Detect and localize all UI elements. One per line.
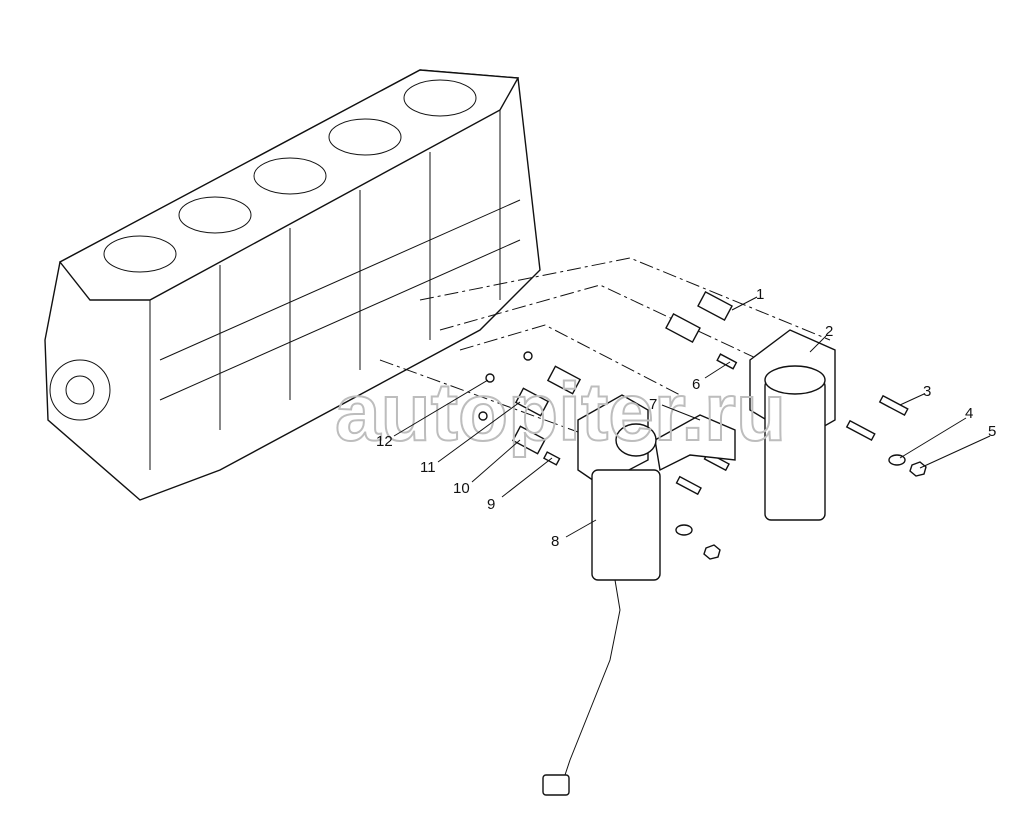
spacer-1 (665, 290, 733, 344)
callout-8: 8 (551, 533, 559, 550)
callouts: 1 2 3 4 5 6 7 8 9 10 11 12 (376, 286, 996, 550)
engine-block (44, 69, 541, 501)
callout-6: 6 (692, 376, 700, 393)
callout-11: 11 (420, 459, 436, 476)
callout-12: 12 (376, 433, 393, 450)
callout-5: 5 (988, 423, 996, 440)
filter-2 (749, 329, 836, 521)
bracket-7 (654, 414, 736, 472)
spacers-left (478, 351, 738, 466)
leader-lines (393, 296, 991, 538)
callout-7: 7 (649, 396, 657, 413)
callout-1: 1 (756, 286, 764, 303)
callout-9: 9 (487, 496, 495, 513)
callout-3: 3 (923, 383, 931, 400)
callout-4: 4 (965, 405, 973, 422)
assembly-lines (379, 257, 831, 441)
callout-2: 2 (825, 323, 833, 340)
watermark: autopiter.ru (335, 367, 786, 458)
filter-8 (542, 394, 661, 796)
callout-10: 10 (453, 480, 470, 497)
